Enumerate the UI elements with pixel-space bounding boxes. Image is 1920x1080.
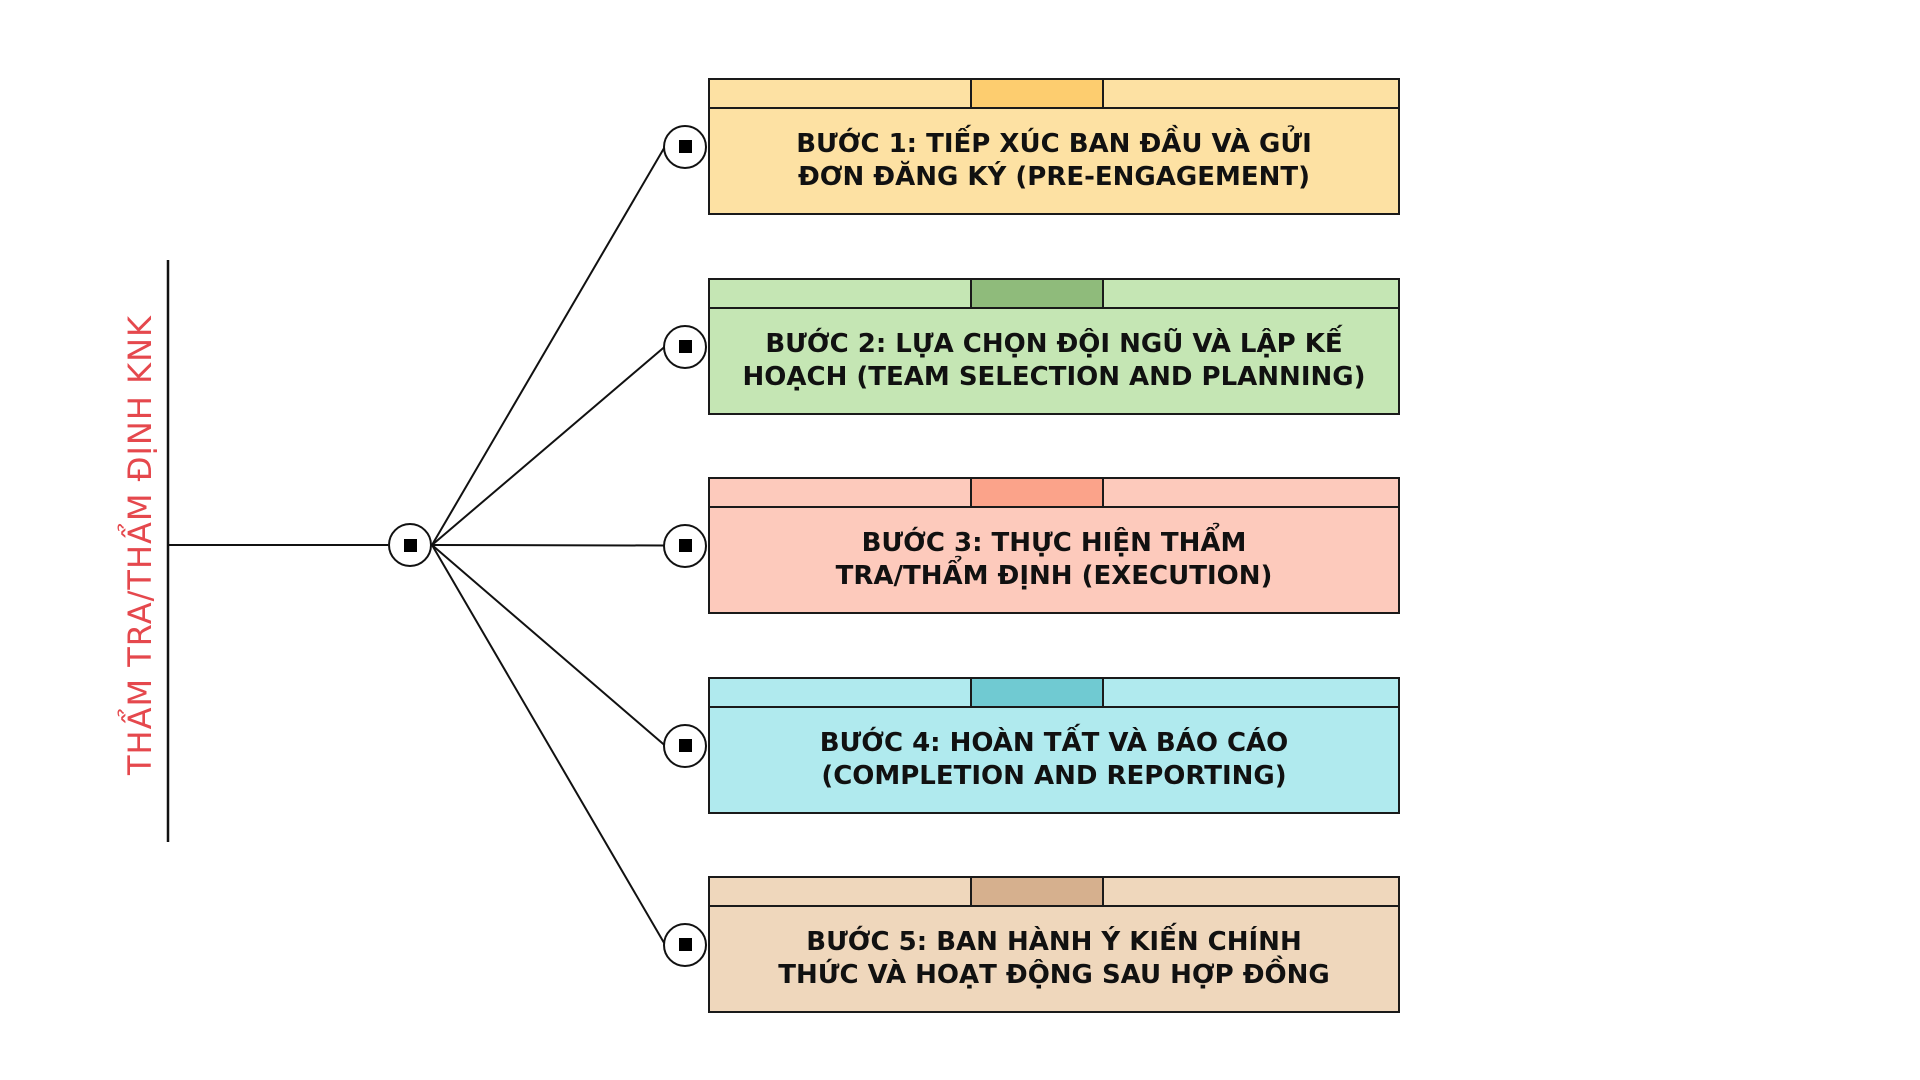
step-header-bar — [710, 80, 1398, 109]
step-header-bar — [710, 878, 1398, 907]
step-label: BƯỚC 3: THỰC HIỆN THẨM TRA/THẨM ĐỊNH (EX… — [835, 528, 1273, 591]
connector-line-step-4 — [431, 544, 666, 747]
step-node-icon — [663, 324, 707, 369]
step-tab — [970, 280, 1104, 307]
step-box-3: BƯỚC 3: THỰC HIỆN THẨM TRA/THẨM ĐỊNH (EX… — [708, 477, 1400, 614]
step-tab — [970, 80, 1104, 107]
step-tab — [970, 679, 1104, 706]
connector-line-step-5 — [431, 544, 666, 946]
step-tab — [970, 479, 1104, 506]
step-node-icon — [663, 523, 707, 568]
step-box-2: BƯỚC 2: LỰA CHỌN ĐỘI NGŨ VÀ LẬP KẾ HOẠCH… — [708, 278, 1400, 415]
step-label: BƯỚC 1: TIẾP XÚC BAN ĐẦU VÀ GỬI ĐƠN ĐĂNG… — [796, 129, 1312, 192]
step-header-bar — [710, 679, 1398, 708]
connector-line-step-3 — [431, 544, 666, 547]
step-node-icon — [663, 922, 707, 967]
diagram-title: THẨM TRA/THẨM ĐỊNH KNK — [121, 314, 159, 776]
hub-node-icon — [388, 523, 432, 567]
step-label: BƯỚC 2: LỰA CHỌN ĐỘI NGŨ VÀ LẬP KẾ HOẠCH… — [742, 329, 1366, 392]
step-label: BƯỚC 5: BAN HÀNH Ý KIẾN CHÍNH THỨC VÀ HO… — [778, 927, 1330, 990]
step-box-5: BƯỚC 5: BAN HÀNH Ý KIẾN CHÍNH THỨC VÀ HO… — [708, 876, 1400, 1013]
step-label: BƯỚC 4: HOÀN TẤT VÀ BÁO CÁO (COMPLETION … — [819, 728, 1289, 791]
connector-line-step-2 — [431, 345, 666, 546]
step-header-bar — [710, 479, 1398, 508]
step-tab — [970, 878, 1104, 905]
step-node-icon — [663, 124, 707, 169]
step-header-bar — [710, 280, 1398, 309]
step-box-1: BƯỚC 1: TIẾP XÚC BAN ĐẦU VÀ GỬI ĐƠN ĐĂNG… — [708, 78, 1400, 215]
step-box-4: BƯỚC 4: HOÀN TẤT VÀ BÁO CÁO (COMPLETION … — [708, 677, 1400, 814]
step-node-icon — [663, 723, 707, 768]
connector-line-step-1 — [431, 145, 666, 546]
